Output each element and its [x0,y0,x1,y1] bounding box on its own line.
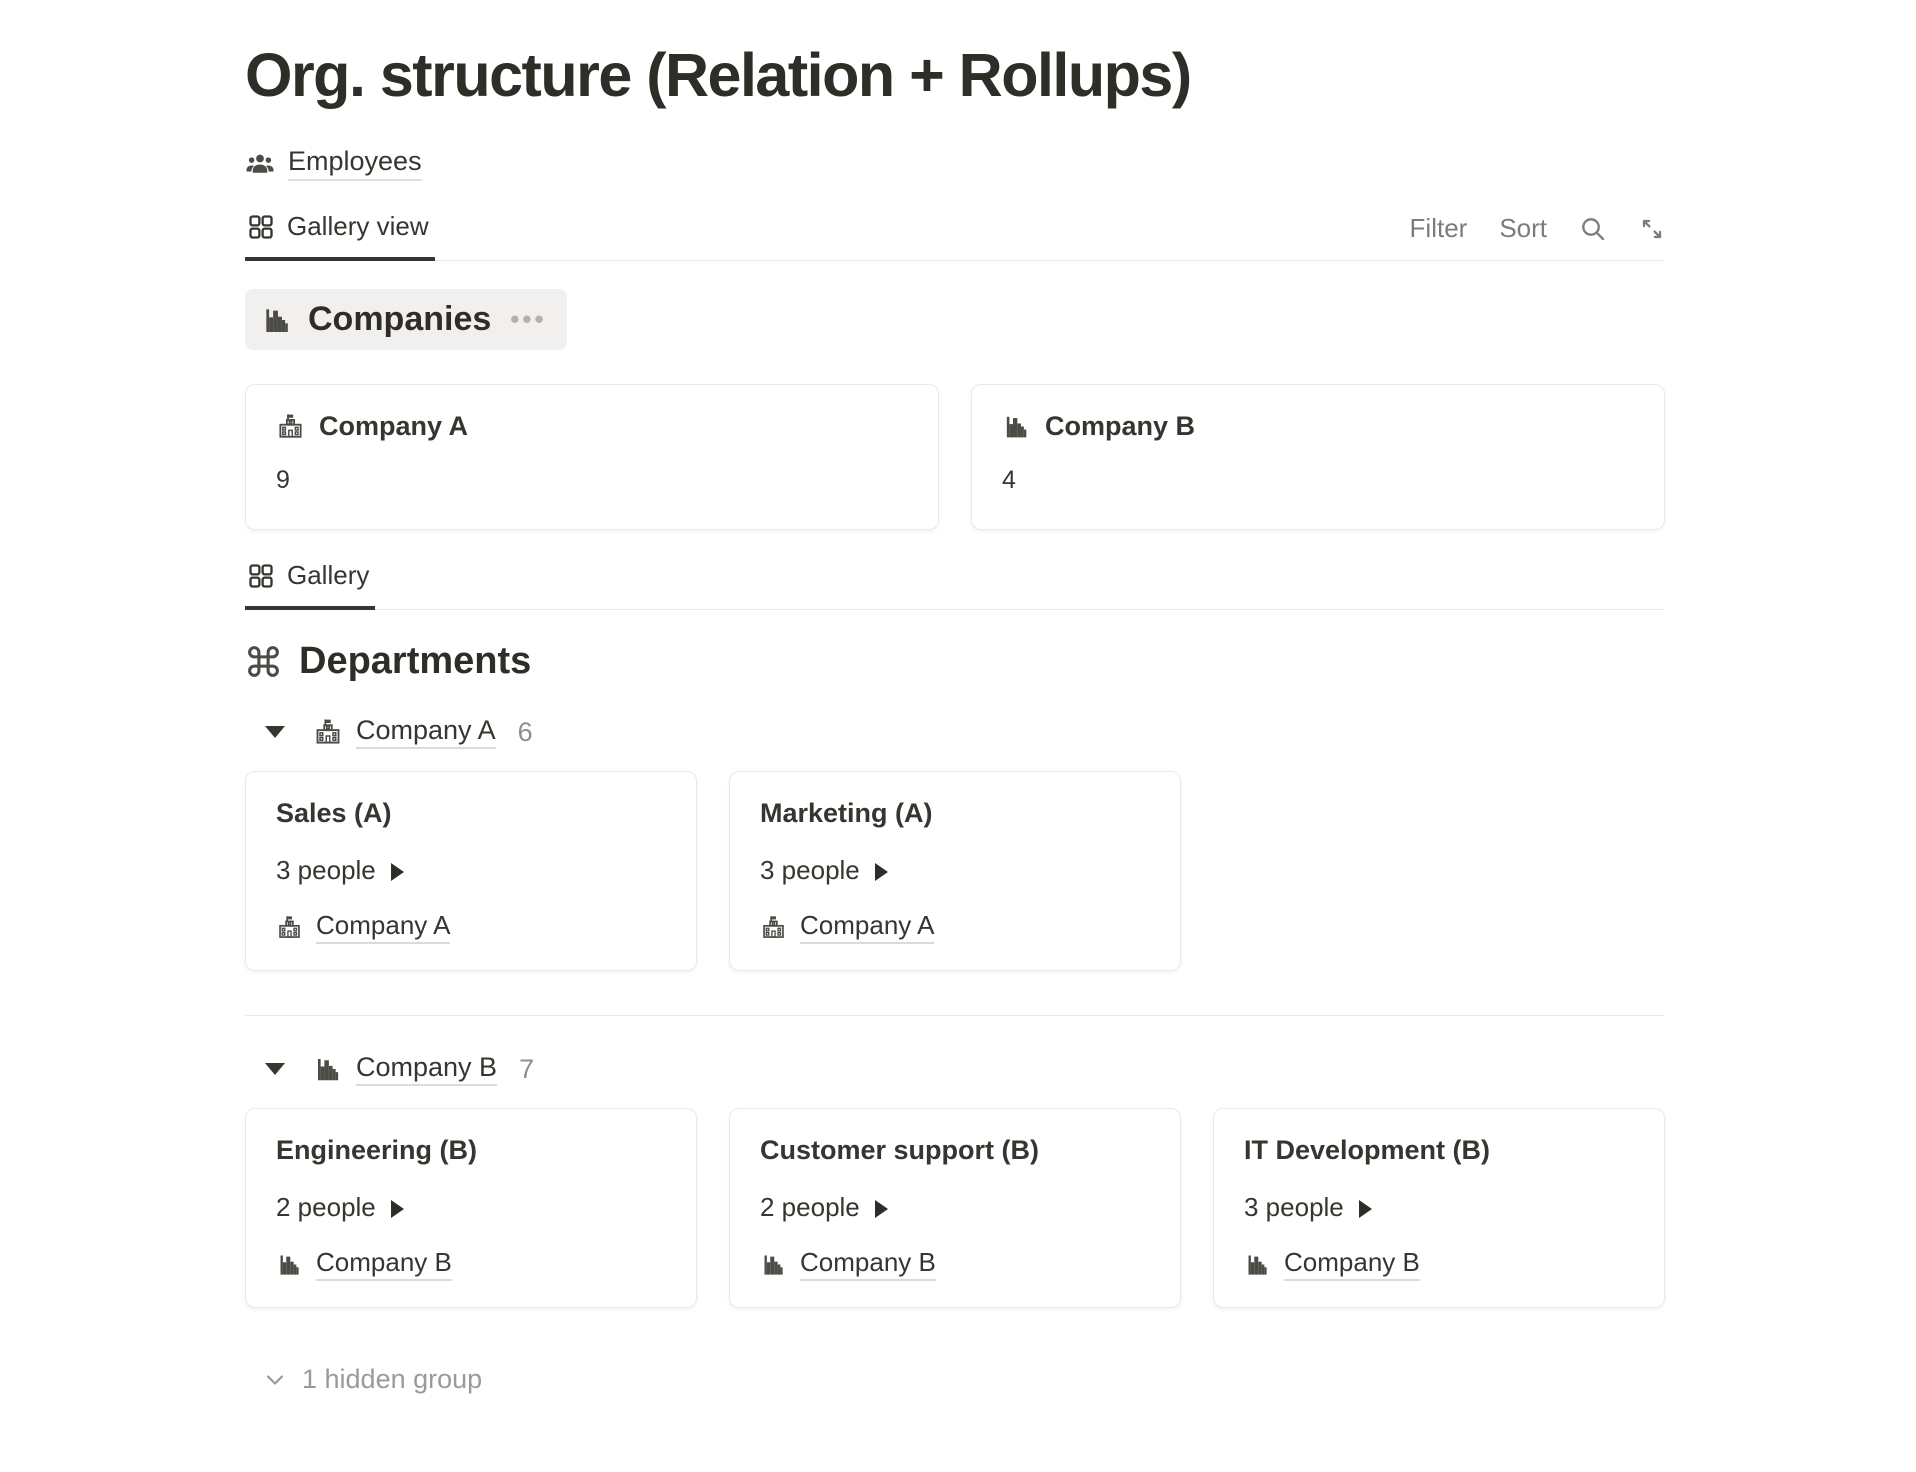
collapse-triangle-icon[interactable] [265,1063,285,1076]
notion-page: Org. structure (Relation + Rollups) Empl… [245,0,1665,1395]
department-card-engineering-b[interactable]: Engineering (B) 2 people Company B [245,1108,697,1309]
school-building-icon [760,914,787,941]
group-count: 7 [519,1053,535,1084]
factory-icon [1002,412,1031,441]
collapse-triangle-icon[interactable] [265,726,285,739]
expand-triangle-icon[interactable] [390,862,404,881]
employees-link-label: Employees [288,146,422,182]
group-link-company-a[interactable]: Company A [356,715,496,750]
group-link-company-b[interactable]: Company B [356,1052,498,1087]
expand-triangle-icon[interactable] [390,1199,404,1218]
gallery-grid-icon [247,213,275,241]
company-rollup-value: 4 [1002,466,1016,495]
expand-triangle-icon[interactable] [1358,1199,1372,1218]
people-count: 3 people [1244,1192,1344,1223]
sort-button[interactable]: Sort [1499,213,1547,244]
expand-icon[interactable] [1639,216,1665,242]
companies-card-grid: Company A 9 Company B 4 [245,384,1665,531]
hidden-group-toggle[interactable]: 1 hidden group [245,1364,482,1395]
company-relation-row: Company B [276,1247,452,1282]
school-building-icon [276,412,305,441]
people-count: 2 people [760,1192,860,1223]
department-title: Customer support (B) [760,1135,1039,1166]
company-card-title-row: Company A [276,411,908,442]
company-card-a[interactable]: Company A 9 [245,384,939,531]
factory-icon [276,1251,303,1278]
tab-gallery[interactable]: Gallery [245,560,376,611]
group-divider [245,1015,1665,1017]
page-title: Org. structure (Relation + Rollups) [245,41,1192,109]
command-icon [245,643,282,680]
factory-icon [261,304,293,336]
companies-section-header[interactable]: Companies ••• [245,289,567,351]
people-count: 3 people [760,855,860,886]
company-relation-row: Company B [760,1247,936,1282]
company-relation-link[interactable]: Company B [800,1247,936,1282]
department-card-marketing-a[interactable]: Marketing (A) 3 people Company A [729,771,1181,972]
gallery-view-toolbar: Gallery [245,560,1665,611]
departments-grid-company-b: Engineering (B) 2 people Company B Custo… [245,1108,1665,1309]
people-count: 2 people [276,1192,376,1223]
search-icon[interactable] [1579,215,1607,243]
departments-grid-company-a: Sales (A) 3 people Company A Marketing (… [245,771,1665,972]
company-name: Company B [1045,411,1196,442]
company-relation-link[interactable]: Company A [316,910,451,945]
tab-gallery-view-label: Gallery view [287,211,429,242]
people-group-icon [245,149,275,179]
company-relation-link[interactable]: Company B [1284,1247,1420,1282]
company-relation-row: Company A [276,910,451,945]
employees-database-link[interactable]: Employees [245,146,422,182]
tab-gallery-label: Gallery [287,560,370,591]
departments-section-title: Departments [299,640,532,683]
view-toolbar: Gallery view Filter Sort [245,211,1665,262]
filter-button[interactable]: Filter [1409,213,1468,244]
school-building-icon [276,914,303,941]
factory-icon [1244,1251,1271,1278]
gallery-grid-icon [247,562,275,590]
people-count: 3 people [276,855,376,886]
company-rollup-value: 9 [276,466,290,495]
people-rollup-row: 2 people [276,1192,666,1223]
group-count: 6 [517,716,533,747]
expand-triangle-icon[interactable] [874,1199,888,1218]
section-menu-button[interactable]: ••• [510,304,547,335]
group-header-company-b: Company B 7 [245,1052,1665,1087]
department-title: Marketing (A) [760,798,933,829]
department-title: IT Development (B) [1244,1135,1491,1166]
departments-section-header: Departments [245,640,1665,683]
company-card-title-row: Company B [1002,411,1634,442]
company-name: Company A [319,411,469,442]
factory-icon [313,1054,343,1084]
department-title: Engineering (B) [276,1135,477,1166]
hidden-group-label: 1 hidden group [302,1364,483,1395]
company-card-b[interactable]: Company B 4 [971,384,1665,531]
department-card-it-development-b[interactable]: IT Development (B) 3 people Company B [1213,1108,1665,1309]
factory-icon [760,1251,787,1278]
toolbar-controls: Filter Sort [1410,213,1665,260]
expand-triangle-icon[interactable] [874,862,888,881]
people-rollup-row: 3 people [760,855,1150,886]
group-header-company-a: Company A 6 [245,715,1665,750]
company-relation-link[interactable]: Company A [800,910,935,945]
company-relation-row: Company B [1244,1247,1420,1282]
people-rollup-row: 2 people [760,1192,1150,1223]
chevron-down-icon [263,1368,287,1392]
company-relation-row: Company A [760,910,935,945]
department-card-sales-a[interactable]: Sales (A) 3 people Company A [245,771,697,972]
department-title: Sales (A) [276,798,392,829]
department-card-customer-support-b[interactable]: Customer support (B) 2 people Company B [729,1108,1181,1309]
people-rollup-row: 3 people [276,855,666,886]
company-relation-link[interactable]: Company B [316,1247,452,1282]
school-building-icon [313,717,343,747]
tab-gallery-view[interactable]: Gallery view [245,211,435,262]
companies-section-title: Companies [308,300,492,339]
people-rollup-row: 3 people [1244,1192,1634,1223]
